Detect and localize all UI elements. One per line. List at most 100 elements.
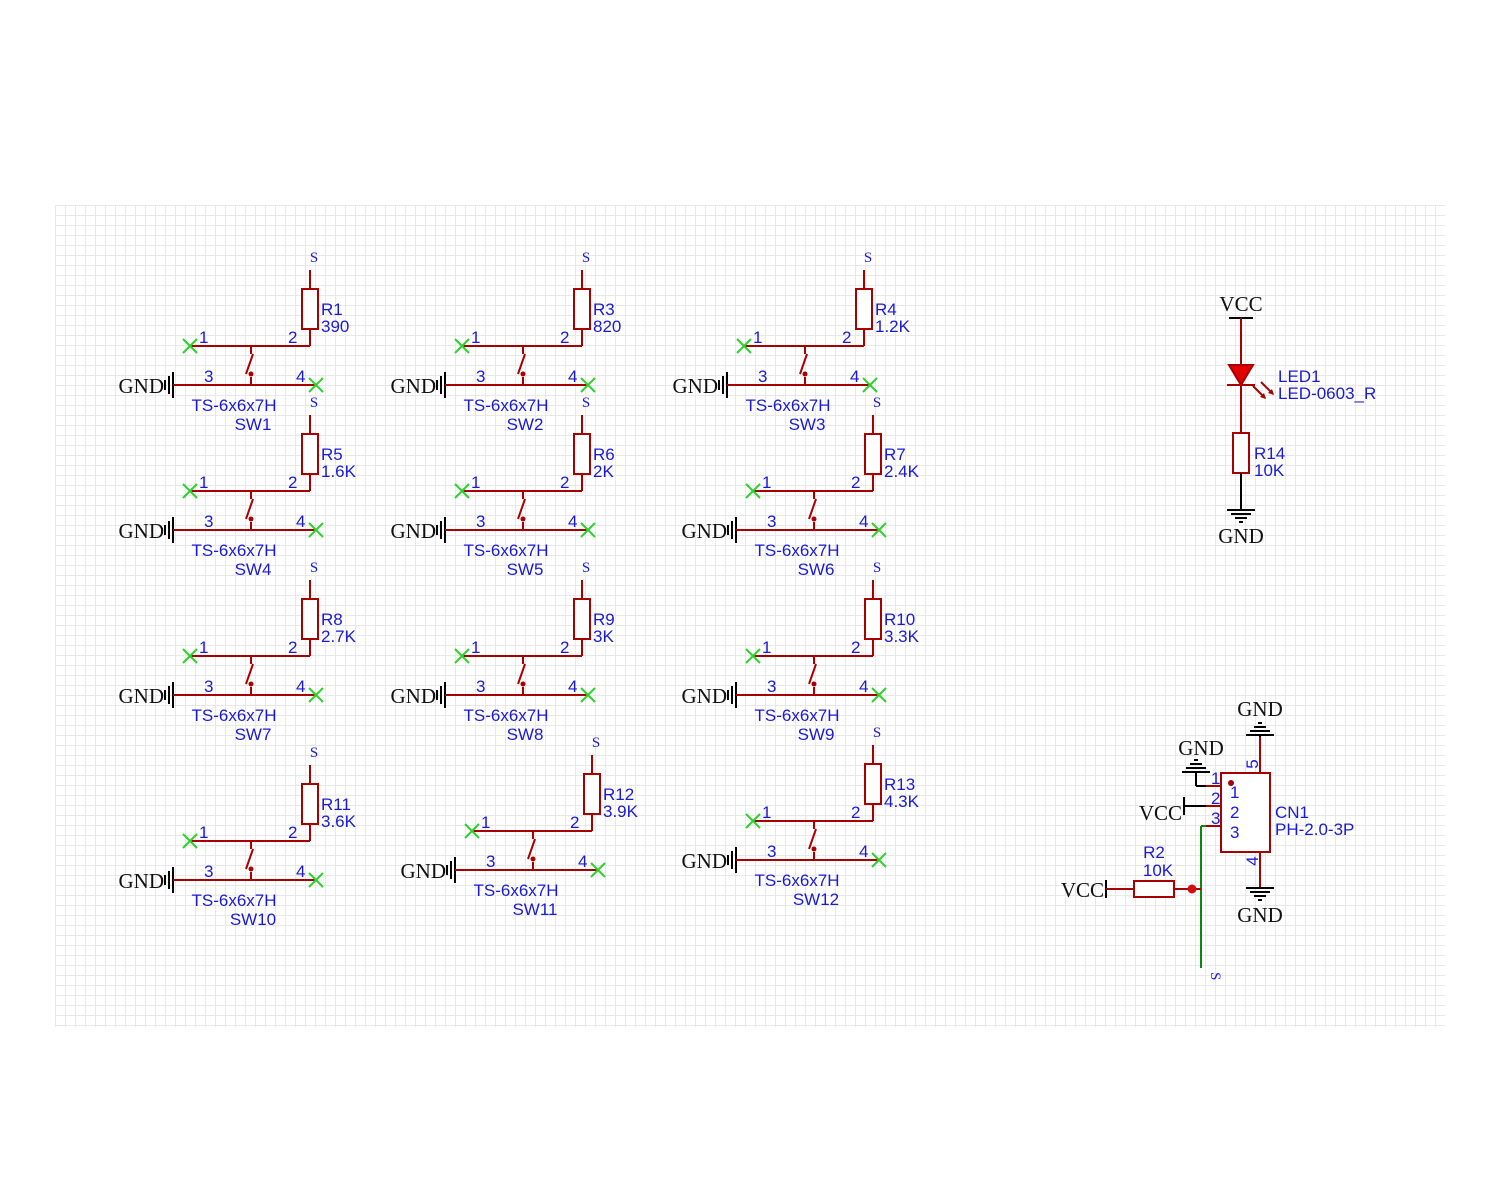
pin-2-label: 2 [851,803,860,822]
gnd-net-label: GND [119,519,165,543]
switch-contact [248,371,254,377]
pin-3-label: 3 [486,852,495,871]
gnd-symbol [1246,887,1274,901]
switch-footprint: TS-6x6x7H [754,871,839,890]
resistor-ref: R6 [593,445,615,464]
resistor-body [573,433,591,475]
switch-blade [245,848,254,870]
no-connect-marker [745,648,761,664]
resistor-value: 820 [593,317,621,336]
signal-net-label: S [592,735,600,751]
no-connect-marker [862,377,878,393]
pin-3-label: 3 [767,842,776,861]
gnd-net-label: GND [119,869,165,893]
signal-net-label: S [873,395,881,411]
resistor-value: 10K [1143,861,1174,880]
connector-inner-pin-label: 2 [1230,803,1239,822]
switch-contact [248,866,254,872]
led-value: LED-0603_R [1278,384,1376,403]
gnd-net-label: GND [391,374,437,398]
gnd-symbol [1182,759,1210,773]
gnd-net-label: GND [682,849,728,873]
no-connect-marker [308,377,324,393]
pin-4-label: 4 [859,512,868,531]
connector-ref: CN1 [1275,803,1309,822]
signal-net-label: S [582,395,590,411]
switch-contact [520,516,526,522]
pin-1-label: 1 [753,328,762,347]
pin-2-label: 2 [560,638,569,657]
switch-footprint: TS-6x6x7H [754,706,839,725]
resistor-ref: R12 [603,785,634,804]
switch-contact [248,516,254,522]
resistor-value: 2K [593,462,614,481]
signal-net-label: S [1207,972,1223,980]
vcc-net-label: VCC [1139,801,1182,825]
no-connect-marker [182,338,198,354]
pin-3-label: 3 [476,512,485,531]
signal-net-label: S [310,560,318,576]
switch-footprint: TS-6x6x7H [463,706,548,725]
gnd-symbol [1246,722,1274,736]
pin-4-label: 4 [859,677,868,696]
pin-3-label: 3 [767,677,776,696]
signal-net-label: S [310,250,318,266]
gnd-net-label: GND [391,684,437,708]
signal-net-label: S [582,560,590,576]
resistor-ref: R4 [875,300,897,319]
pin-1-label: 1 [199,823,208,842]
resistor-value: 10K [1254,461,1285,480]
gnd-net-label: GND [682,519,728,543]
switch-blade [517,663,526,685]
pin-4-label: 4 [568,677,577,696]
resistor-ref: R3 [593,300,615,319]
resistor-body [864,763,882,805]
connector-value: PH-2.0-3P [1275,820,1354,839]
no-connect-marker [580,377,596,393]
no-connect-marker [464,823,480,839]
pin-1-label: 1 [762,473,771,492]
switch-contact [811,516,817,522]
pin-3-label: 3 [204,367,213,386]
resistor-ref: R2 [1143,843,1165,862]
switch-footprint: TS-6x6x7H [191,891,276,910]
pin-2-label: 2 [570,813,579,832]
resistor-body [1232,432,1250,474]
no-connect-marker [308,872,324,888]
switch-footprint: TS-6x6x7H [191,541,276,560]
switch-blade [808,498,817,520]
resistor-ref: R8 [321,610,343,629]
gnd-net-label: GND [682,684,728,708]
switch-contact [520,371,526,377]
resistor-ref: R7 [884,445,906,464]
led-body [1227,364,1255,387]
switch-blade [799,353,808,375]
no-connect-marker [454,483,470,499]
pin-3-label: 3 [767,512,776,531]
pin-2-label: 2 [851,473,860,492]
no-connect-marker [308,522,324,538]
signal-net-label: S [873,725,881,741]
pin-3-label: 3 [204,862,213,881]
vcc-net-label: VCC [1061,878,1104,902]
led-emission-arrows [1252,381,1274,399]
switch-ref: SW5 [507,560,544,579]
signal-net-label: S [310,395,318,411]
no-connect-marker [182,648,198,664]
resistor-body [864,433,882,475]
pin-3-label: 3 [204,677,213,696]
pin-1-marker [1228,780,1234,786]
pin-1-label: 1 [199,638,208,657]
switch-footprint: TS-6x6x7H [754,541,839,560]
pin-1-label: 1 [762,638,771,657]
